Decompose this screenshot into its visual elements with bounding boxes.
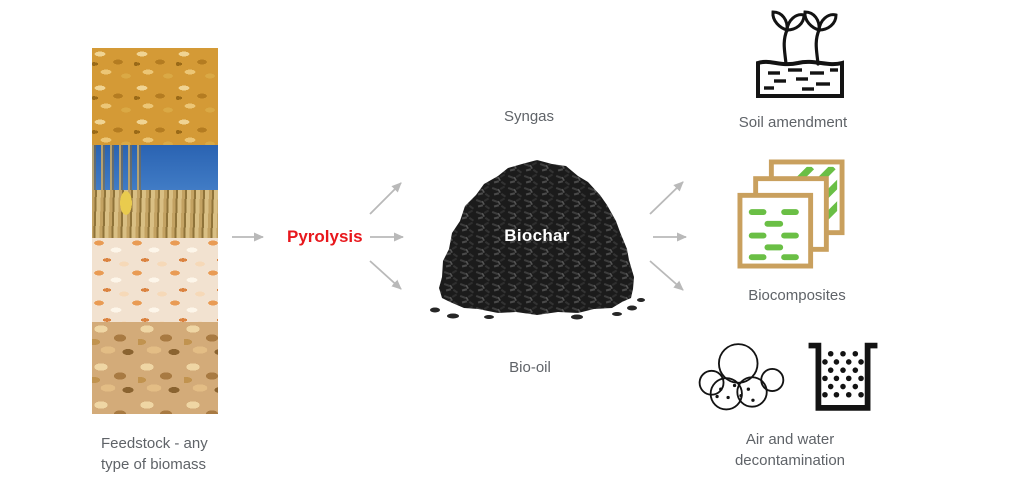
arrow-pyrolysis-to-syngas: [369, 182, 402, 215]
biocomposites-icon: [737, 159, 845, 274]
biochar-pile-image: Biochar: [427, 150, 647, 320]
feedstock-photo-grain-husks: [92, 48, 218, 145]
arrow-pyrolysis-to-bio-oil: [369, 260, 402, 290]
feedstock-photo-wood-chips: [92, 322, 218, 414]
arrow-biochar-to-decontamination: [649, 260, 684, 291]
biochar-label: Biochar: [504, 226, 570, 245]
biocomposites-label: Biocomposites: [748, 287, 846, 304]
layered-composite-sheets-icon: [737, 159, 845, 269]
pyrolysis-label: Pyrolysis: [287, 227, 363, 246]
sprouts-in-soil-icon: [756, 10, 844, 98]
soil-amendment-icon: [752, 8, 848, 107]
air-water-decontamination-icons: [695, 338, 881, 422]
syngas-label: Syngas: [503, 108, 555, 125]
particle-filter-container-icon: [808, 342, 878, 411]
polluted-air-cloud-icon: [698, 343, 785, 411]
bio-oil-label: Bio-oil: [509, 359, 551, 376]
biochar-pile-graphic: [430, 160, 645, 320]
arrow-biochar-to-soil-amendment: [649, 181, 684, 215]
feedstock-image-stack: [92, 48, 218, 414]
air-water-decontamination-label: Air and water decontamination: [734, 431, 846, 469]
soil-amendment-label: Soil amendment: [738, 114, 848, 131]
feedstock-photo-corn-field: [92, 145, 218, 238]
feedstock-photo-wood-shavings: [92, 238, 218, 322]
feedstock-label: Feedstock - any type of biomass: [101, 435, 208, 473]
